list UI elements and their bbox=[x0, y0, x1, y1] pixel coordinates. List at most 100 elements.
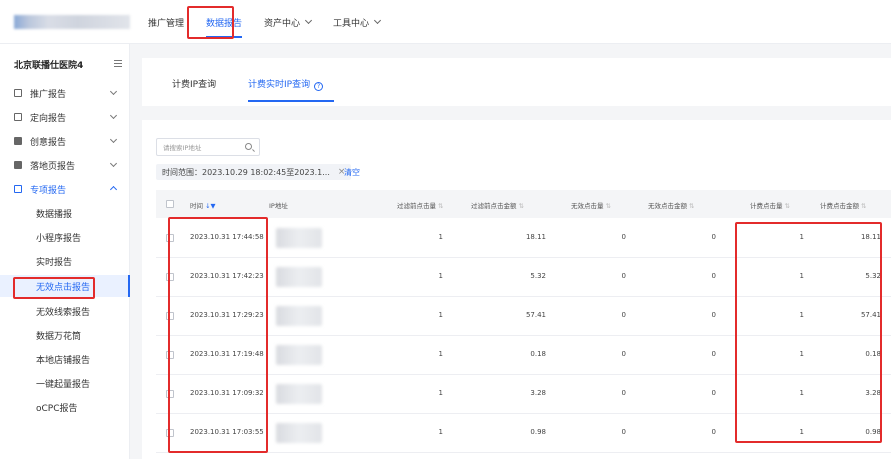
cell-pre-amount: 18.11 bbox=[525, 233, 546, 241]
cell-invalid-clicks: 0 bbox=[621, 311, 626, 319]
sort-icon[interactable]: ⇅ bbox=[861, 202, 867, 210]
table-row: 2023.10.31 17:42:23 1 5.32 0 0 1 5.32 bbox=[156, 258, 891, 297]
column-header-label: IP地址 bbox=[269, 202, 288, 210]
cell-billed-amount: 3.28 bbox=[865, 389, 881, 397]
table-row: 2023.10.31 17:19:48 1 0.18 0 0 1 0.18 bbox=[156, 336, 891, 375]
search-icon[interactable] bbox=[245, 143, 252, 150]
sidebar-sub-one-click-boost-report[interactable]: 一键起量报告 bbox=[36, 379, 91, 390]
row-checkbox[interactable] bbox=[166, 312, 174, 320]
sidebar-sub-realtime-report[interactable]: 实时报告 bbox=[36, 257, 73, 268]
menu-icon[interactable] bbox=[114, 60, 122, 67]
cell-pre-clicks: 1 bbox=[438, 350, 443, 358]
help-icon[interactable]: ? bbox=[314, 82, 324, 91]
row-checkbox[interactable] bbox=[166, 234, 174, 242]
row-checkbox[interactable] bbox=[166, 273, 174, 281]
sidebar-sub-miniprogram-report[interactable]: 小程序报告 bbox=[36, 233, 82, 244]
chevron-down-icon bbox=[109, 159, 118, 168]
cell-time: 2023.10.31 17:03:55 bbox=[190, 428, 264, 436]
special-report-icon bbox=[14, 185, 22, 193]
cell-invalid-amount: 0 bbox=[711, 233, 716, 241]
sidebar-item-promotion-report[interactable]: 推广报告 bbox=[0, 82, 130, 104]
chevron-up-icon bbox=[109, 185, 118, 194]
nav-data-report[interactable]: 数据报告 bbox=[206, 0, 243, 44]
ip-search-box bbox=[156, 138, 260, 156]
tab-billed-realtime-ip-query[interactable]: 计费实时IP查询? bbox=[248, 77, 324, 91]
close-icon[interactable]: × bbox=[337, 167, 346, 177]
sort-icon[interactable]: ⇅ bbox=[689, 202, 695, 210]
column-header-billed-clicks[interactable]: 计费点击量⇅ bbox=[750, 200, 790, 210]
top-bar: 推广管理 数据报告 资产中心 工具中心 bbox=[0, 0, 891, 44]
sidebar-item-targeting-report[interactable]: 定向报告 bbox=[0, 106, 130, 128]
table-header: 时间 ↓▼ IP地址 过滤前点击量⇅ 过滤前点击金额⇅ 无效点击量⇅ 无效点击金… bbox=[156, 190, 891, 218]
column-header-pre-amount[interactable]: 过滤前点击金额⇅ bbox=[471, 200, 524, 210]
sort-desc-icon[interactable]: ↓▼ bbox=[203, 202, 216, 210]
sidebar-sub-data-kaleidoscope[interactable]: 数据万花筒 bbox=[36, 331, 82, 342]
sidebar-item-special-report[interactable]: 专项报告 bbox=[0, 178, 130, 200]
time-range-filter-chip: 时间范围：2023.10.29 18:02:45至2023.1... × bbox=[156, 164, 352, 180]
sidebar-item-label: 推广报告 bbox=[30, 89, 67, 100]
cell-invalid-amount: 0 bbox=[711, 350, 716, 358]
cell-time: 2023.10.31 17:19:48 bbox=[190, 350, 264, 358]
sidebar-item-label: 定向报告 bbox=[30, 113, 67, 124]
ip-address-redacted bbox=[276, 345, 322, 365]
sidebar: 北京联播仕医院4 推广报告 定向报告 创意报告 落地页报告 专项报告 数据播报 … bbox=[0, 44, 130, 459]
sidebar-item-label: 专项报告 bbox=[30, 185, 67, 196]
column-header-invalid-amount[interactable]: 无效点击金额⇅ bbox=[648, 200, 694, 210]
target-icon bbox=[14, 113, 22, 121]
clear-filters-link[interactable]: 清空 bbox=[344, 168, 360, 177]
account-name: 北京联播仕医院4 bbox=[14, 61, 84, 71]
cell-pre-clicks: 1 bbox=[438, 311, 443, 319]
table-row: 2023.10.31 17:03:55 1 0.98 0 0 1 0.98 bbox=[156, 414, 891, 453]
nav-tool-center[interactable]: 工具中心 bbox=[333, 0, 382, 44]
table-row: 2023.10.31 17:44:58 1 18.11 0 0 1 18.11 bbox=[156, 219, 891, 258]
nav-label: 工具中心 bbox=[333, 18, 370, 29]
tab-label: 计费实时IP查询 bbox=[248, 80, 311, 90]
sort-icon[interactable]: ⇅ bbox=[605, 202, 611, 210]
nav-asset-center[interactable]: 资产中心 bbox=[264, 0, 313, 44]
tabs-card: 计费IP查询 计费实时IP查询? bbox=[142, 58, 891, 106]
cell-time: 2023.10.31 17:42:23 bbox=[190, 272, 264, 280]
sidebar-item-label: 创意报告 bbox=[30, 137, 67, 148]
select-all-checkbox[interactable] bbox=[166, 200, 174, 208]
sidebar-sub-data-broadcast[interactable]: 数据播报 bbox=[36, 209, 73, 220]
cell-billed-amount: 5.32 bbox=[865, 272, 881, 280]
time-range-label: 时间范围：2023.10.29 18:02:45至2023.1... bbox=[162, 167, 330, 177]
cell-billed-clicks: 1 bbox=[799, 311, 804, 319]
sidebar-item-landing-report[interactable]: 落地页报告 bbox=[0, 154, 130, 176]
sidebar-sub-invalid-click-report[interactable]: 无效点击报告 bbox=[0, 275, 130, 297]
tab-active-indicator bbox=[248, 100, 334, 102]
chevron-down-icon bbox=[374, 16, 382, 25]
sidebar-sub-ocpc-report[interactable]: oCPC报告 bbox=[36, 403, 78, 414]
sidebar-sub-local-store-report[interactable]: 本地店铺报告 bbox=[36, 355, 91, 366]
column-header-billed-amount[interactable]: 计费点击金额⇅ bbox=[820, 200, 866, 210]
row-checkbox[interactable] bbox=[166, 351, 174, 359]
column-header-invalid-clicks[interactable]: 无效点击量⇅ bbox=[571, 200, 611, 210]
sidebar-item-creative-report[interactable]: 创意报告 bbox=[0, 130, 130, 152]
cell-pre-amount: 0.18 bbox=[530, 350, 546, 358]
report-icon bbox=[14, 89, 22, 97]
row-checkbox[interactable] bbox=[166, 429, 174, 437]
sidebar-sub-invalid-lead-report[interactable]: 无效线索报告 bbox=[36, 307, 91, 318]
sort-icon[interactable]: ⇅ bbox=[438, 202, 444, 210]
sort-icon[interactable]: ⇅ bbox=[518, 202, 524, 210]
ip-address-redacted bbox=[276, 423, 322, 443]
cell-invalid-amount: 0 bbox=[711, 389, 716, 397]
cell-invalid-amount: 0 bbox=[711, 428, 716, 436]
column-header-ip: IP地址 bbox=[269, 200, 288, 210]
ip-search-input[interactable] bbox=[163, 142, 241, 153]
column-header-label: 时间 bbox=[190, 202, 203, 210]
column-header-time[interactable]: 时间 ↓▼ bbox=[190, 200, 216, 210]
row-checkbox[interactable] bbox=[166, 390, 174, 398]
sort-icon[interactable]: ⇅ bbox=[784, 202, 790, 210]
cell-invalid-clicks: 0 bbox=[621, 272, 626, 280]
cell-pre-clicks: 1 bbox=[438, 272, 443, 280]
nav-promotion-management[interactable]: 推广管理 bbox=[148, 0, 184, 44]
tab-billed-ip-query[interactable]: 计费IP查询 bbox=[172, 77, 216, 90]
top-nav: 推广管理 数据报告 资产中心 工具中心 bbox=[148, 0, 402, 44]
ip-address-redacted bbox=[276, 384, 322, 404]
cell-pre-amount: 3.28 bbox=[530, 389, 546, 397]
cell-pre-clicks: 1 bbox=[438, 428, 443, 436]
column-header-pre-clicks[interactable]: 过滤前点击量⇅ bbox=[397, 200, 443, 210]
cell-billed-clicks: 1 bbox=[799, 233, 804, 241]
chevron-down-icon bbox=[305, 16, 313, 25]
